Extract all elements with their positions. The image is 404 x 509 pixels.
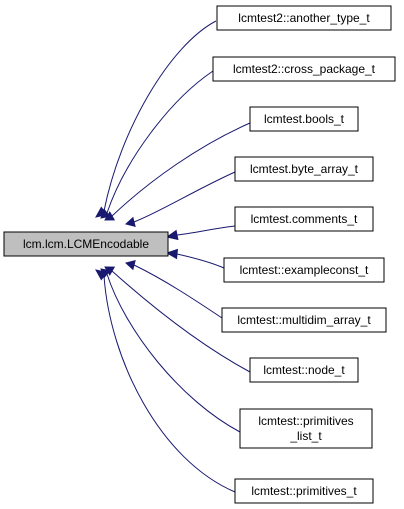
derived-class-label: lcmtest::multidim_array_t xyxy=(237,313,371,327)
edge-arrowhead xyxy=(95,269,108,281)
edge-arrowhead xyxy=(165,248,179,260)
edge-line xyxy=(133,171,236,223)
root-class-box xyxy=(3,231,169,257)
inheritance-edges xyxy=(95,20,251,493)
edge-arrowhead xyxy=(165,229,179,241)
derived-class-node[interactable]: lcmtest.byte_array_t xyxy=(234,156,374,182)
derived-class-label: lcmtest::primitives_t xyxy=(251,484,357,498)
derived-class-box xyxy=(249,357,359,383)
inheritance-edge xyxy=(104,122,251,221)
derived-class-box xyxy=(223,257,385,283)
derived-class-label: lcmtest.comments_t xyxy=(251,212,358,226)
derived-class-box xyxy=(221,307,387,333)
root-class-node[interactable]: lcm.lcm.LCMEncodable xyxy=(3,231,169,257)
edge-arrowhead xyxy=(124,216,136,228)
derived-class-box xyxy=(234,156,374,182)
derived-class-label: lcmtest.byte_array_t xyxy=(250,162,359,176)
derived-class-box xyxy=(212,56,396,82)
derived-class-box xyxy=(216,5,392,31)
edge-line xyxy=(103,20,217,212)
inheritance-edge xyxy=(165,248,225,269)
root-class-label: lcm.lcm.LCMEncodable xyxy=(23,237,149,251)
inheritance-edge xyxy=(165,225,236,241)
edge-line xyxy=(106,70,214,214)
derived-class-node[interactable]: lcmtest.bools_t xyxy=(249,106,359,132)
derived-class-label: lcmtest::exampleconst_t xyxy=(240,263,369,277)
edge-line xyxy=(176,253,225,269)
derived-class-node[interactable]: lcmtest::node_t xyxy=(249,357,359,383)
class-nodes: lcm.lcm.LCMEncodable lcmtest2::another_t… xyxy=(3,5,396,504)
inheritance-edge xyxy=(100,268,241,433)
derived-class-node[interactable]: lcmtest::primitives_t xyxy=(234,478,374,504)
edge-line xyxy=(106,273,241,433)
derived-class-box xyxy=(249,106,359,132)
derived-class-node[interactable]: lcmtest.comments_t xyxy=(234,206,374,232)
derived-class-label: lcmtest::node_t xyxy=(263,363,345,377)
derived-class-node[interactable]: lcmtest::exampleconst_t xyxy=(223,257,385,283)
edge-arrowhead xyxy=(104,211,116,221)
edge-line xyxy=(176,225,236,236)
derived-class-label: lcmtest2::another_type_t xyxy=(238,11,370,25)
edge-arrowhead xyxy=(124,259,136,271)
derived-class-label: lcmtest::primitives xyxy=(258,414,353,428)
derived-class-label: _list_t xyxy=(289,429,322,443)
derived-class-node[interactable]: lcmtest::multidim_array_t xyxy=(221,307,387,333)
edge-line xyxy=(133,264,223,319)
edge-line xyxy=(111,122,251,217)
derived-class-label: lcmtest.bools_t xyxy=(264,112,345,126)
inheritance-edge xyxy=(100,70,214,219)
derived-class-node[interactable]: lcmtest2::another_type_t xyxy=(216,5,392,31)
edge-line xyxy=(111,270,251,373)
inheritance-edge xyxy=(124,259,223,319)
inheritance-edge xyxy=(95,269,236,493)
derived-class-node[interactable]: lcmtest2::cross_package_t xyxy=(212,56,396,82)
derived-class-box xyxy=(239,408,373,449)
edge-line xyxy=(103,275,236,493)
derived-class-box xyxy=(234,206,374,232)
inheritance-edge xyxy=(95,20,217,218)
derived-class-box xyxy=(234,478,374,504)
derived-class-label: lcmtest2::cross_package_t xyxy=(233,62,376,76)
inheritance-edge xyxy=(124,171,236,228)
derived-class-node[interactable]: lcmtest::primitives_list_t xyxy=(239,408,373,449)
